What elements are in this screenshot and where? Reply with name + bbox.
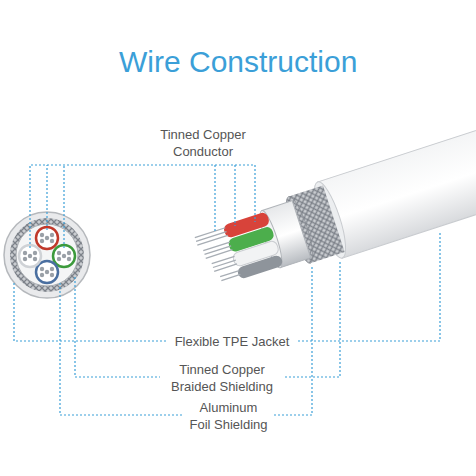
jacket-label: Flexible TPE Jacket bbox=[152, 333, 312, 350]
cable bbox=[190, 120, 476, 299]
leader-lines bbox=[14, 165, 440, 415]
title: Wire Construction bbox=[119, 44, 357, 80]
conductor-label: Tinned Copper Conductor bbox=[149, 126, 257, 160]
braid-label: Tinned Copper Braided Shielding bbox=[163, 361, 281, 395]
foil-label: Aluminum Foil Shielding bbox=[188, 399, 269, 433]
